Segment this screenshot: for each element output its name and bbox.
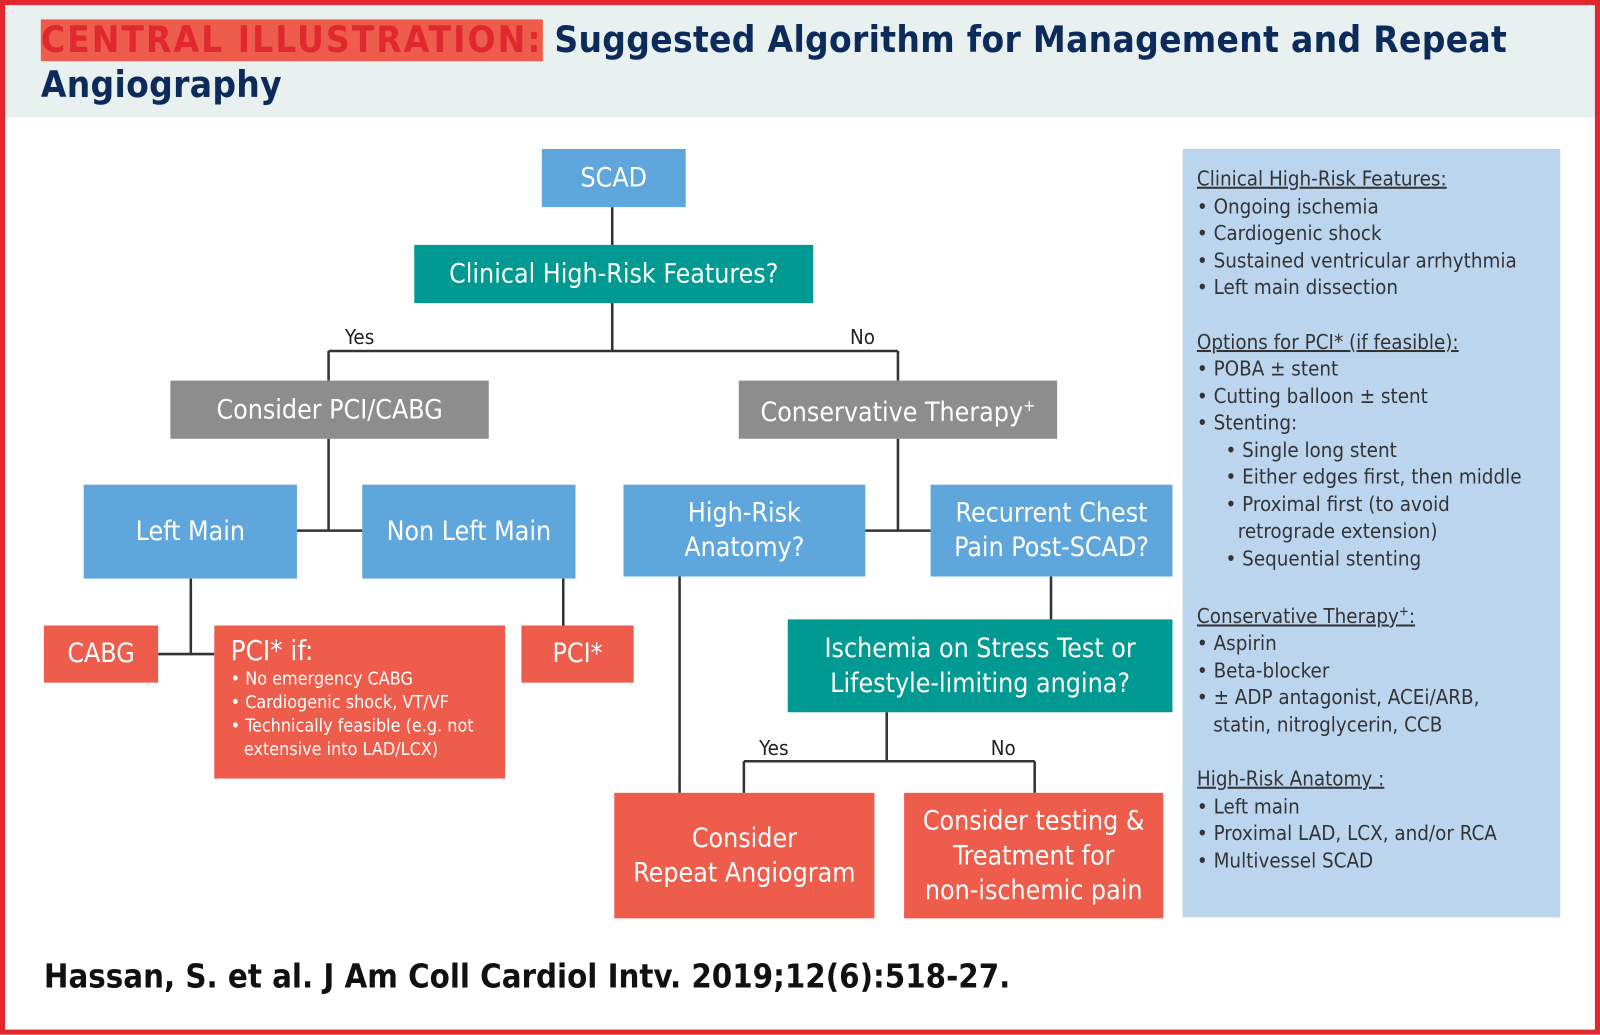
list-item: • Cutting balloon ± stent <box>1196 383 1428 408</box>
list-item: statin, nitroglycerin, CCB <box>1213 711 1443 737</box>
non-left-main-label: Non Left Main <box>386 516 552 547</box>
pci-label: PCI* <box>552 638 603 670</box>
consider-pci-label: Consider PCI/CABG <box>216 394 443 425</box>
label-line: Consider <box>691 822 797 854</box>
scad-box: SCAD <box>541 148 686 208</box>
list-item: • ± ADP antagonist, ACEi/ARB, <box>1196 684 1480 710</box>
section-heading: Clinical High-Risk Features: <box>1196 166 1447 191</box>
list-item: • Left main <box>1196 793 1300 819</box>
left-main-label: Left Main <box>135 516 245 547</box>
label-line: Repeat Angiogram <box>633 857 856 889</box>
label-line: Pain Post-SCAD? <box>954 532 1149 564</box>
label-line: Treatment for <box>952 840 1115 871</box>
list-item: • Proximal first (to avoid <box>1225 491 1450 516</box>
left-main-box: Left Main <box>83 484 297 579</box>
section-heading: High-Risk Anatomy : <box>1196 766 1385 791</box>
non-left-main-box: Non Left Main <box>362 484 576 579</box>
list-item: • Proximal LAD, LCX, and/or RCA <box>1196 820 1497 846</box>
list-item: • POBA ± stent <box>1196 356 1339 381</box>
label-line: High-Risk <box>687 497 801 529</box>
connector <box>296 438 363 532</box>
list-item: • Sequential stenting <box>1225 545 1422 570</box>
connector <box>865 438 931 532</box>
yes-label: Yes <box>344 324 375 349</box>
heading-colon: : <box>1408 603 1416 629</box>
pci-if-item: extensive into LAD/LCX) <box>243 739 439 761</box>
list-item: • Left main dissection <box>1196 274 1399 299</box>
citation: Hassan, S. et al. J Am Coll Cardiol Intv… <box>43 957 1011 996</box>
label-line: Lifestyle-limiting angina? <box>830 667 1131 699</box>
list-item: • Beta-blocker <box>1196 657 1330 683</box>
legend-panel: Clinical High-Risk Features: • Ongoing i… <box>1182 148 1561 918</box>
connector <box>742 712 1036 793</box>
no-label: No <box>990 735 1016 761</box>
cabg-label: CABG <box>67 638 135 670</box>
conservative-text: Conservative Therapy <box>760 397 1024 429</box>
list-item: • Cardiogenic shock <box>1196 220 1382 245</box>
list-item: • Ongoing ischemia <box>1196 193 1379 218</box>
title-text: Suggested Algorithm for Management and R… <box>40 19 1508 107</box>
cabg-box: CABG <box>43 625 159 683</box>
no-label: No <box>849 324 875 349</box>
high-risk-question-label: Clinical High-Risk Features? <box>449 258 779 290</box>
page-title: CENTRAL ILLUSTRATION: Suggested Algorith… <box>40 18 1551 108</box>
yes-label: Yes <box>759 735 789 761</box>
connector <box>327 303 900 381</box>
list-item: • Either edges first, then middle <box>1225 464 1522 489</box>
heading-sup: + <box>1398 604 1409 620</box>
list-item: • Sustained ventricular arrhythmia <box>1196 247 1517 272</box>
pci-if-heading: PCI* if: <box>230 635 314 668</box>
scad-label: SCAD <box>580 162 648 194</box>
title-label: CENTRAL ILLUSTRATION: <box>40 19 543 62</box>
label-line: Anatomy? <box>684 532 805 564</box>
list-item: • Multivessel SCAD <box>1196 847 1374 873</box>
section-heading: Conservative Therapy+: <box>1197 599 1546 630</box>
consider-pci-cabg-box: Consider PCI/CABG <box>170 380 489 439</box>
list-item: • Aspirin <box>1196 630 1277 656</box>
pci-if-item: • Cardiogenic shock, VT/VF <box>230 692 449 714</box>
pci-box: PCI* <box>521 625 634 683</box>
pci-if-item: • No emergency CABG <box>230 669 413 690</box>
pci-if-item: • Technically feasible (e.g. not <box>230 716 474 737</box>
pci-if-box: PCI* if: • No emergency CABG • Cardiogen… <box>214 625 506 779</box>
label-line: Consider testing & <box>922 805 1145 837</box>
section-heading: Options for PCI* (if feasible): <box>1196 329 1459 354</box>
label-line: Ischemia on Stress Test or <box>824 633 1136 664</box>
conservative-therapy-box: Conservative Therapy+ <box>738 380 1058 439</box>
label-line: non-ischemic pain <box>924 874 1143 906</box>
heading-text: Conservative Therapy <box>1196 603 1399 629</box>
conservative-label: Conservative Therapy+ <box>761 389 1036 430</box>
label-line: Recurrent Chest <box>955 497 1148 529</box>
connector <box>158 578 215 656</box>
high-risk-question-box: Clinical High-Risk Features? <box>414 244 814 304</box>
list-item: • Stenting: <box>1196 410 1298 435</box>
conservative-sup: + <box>1023 396 1036 416</box>
list-item: retrograde extension) <box>1237 518 1438 543</box>
list-item: • Single long stent <box>1225 437 1397 462</box>
